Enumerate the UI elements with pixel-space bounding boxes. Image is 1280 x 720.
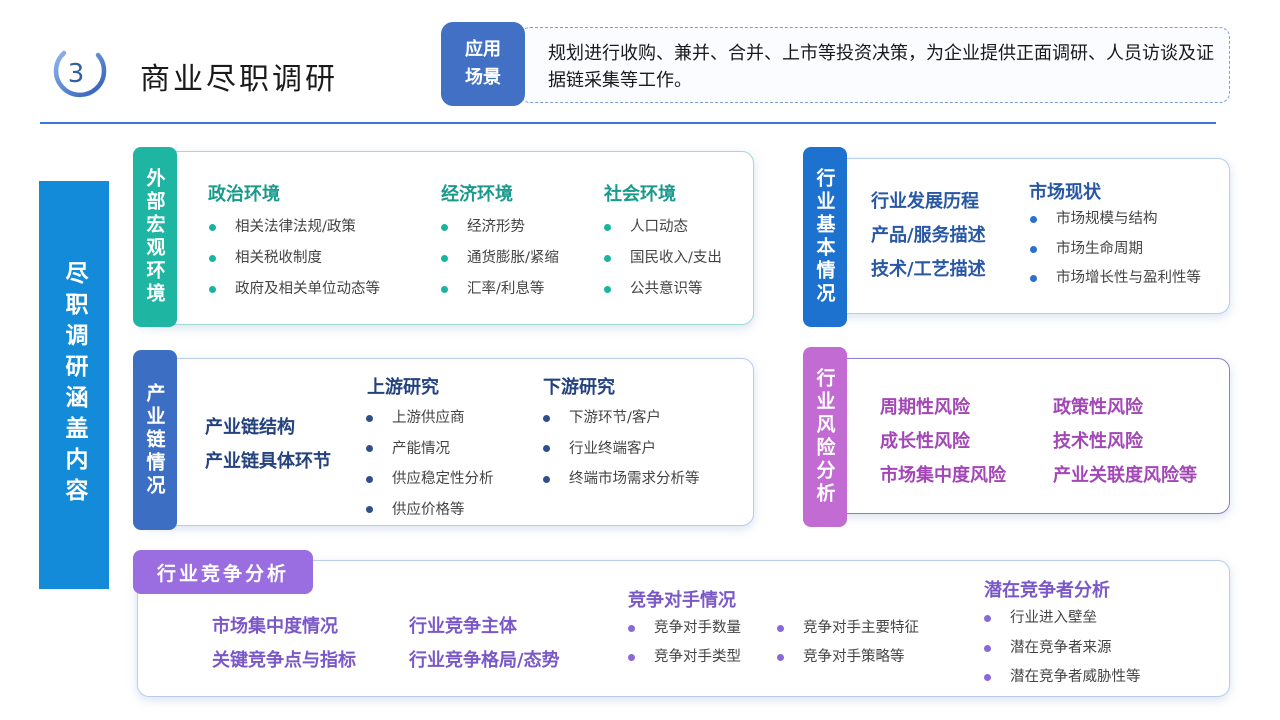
list-item: 竞争对手类型 bbox=[624, 643, 741, 672]
chain-structure: 产业链结构 bbox=[205, 417, 295, 438]
potential-heading: 潜在竞争者分析 bbox=[984, 580, 1110, 601]
industry-card bbox=[810, 158, 1230, 314]
list-item: 经济形势 bbox=[437, 212, 559, 243]
list-item: 潜在竞争者来源 bbox=[980, 634, 1141, 664]
downstream-list: 下游环节/客户 行业终端客户 终端市场需求分析等 bbox=[539, 403, 700, 495]
list-item: 行业终端客户 bbox=[539, 434, 700, 465]
market-status-list: 市场规模与结构 市场生命周期 市场增长性与盈利性等 bbox=[1026, 205, 1201, 294]
application-tag-line-2: 场景 bbox=[465, 67, 501, 88]
competition-tab-text: 行业竞争分析 bbox=[156, 562, 289, 585]
market-status-heading: 市场现状 bbox=[1029, 182, 1101, 203]
economic-heading: 经济环境 bbox=[441, 184, 513, 205]
macro-tab: 外部宏观环境 bbox=[133, 147, 177, 327]
list-item: 终端市场需求分析等 bbox=[539, 464, 700, 495]
macro-card bbox=[140, 151, 754, 325]
list-item: 潜在竞争者威胁性等 bbox=[980, 663, 1141, 693]
list-item: 供应价格等 bbox=[362, 495, 494, 526]
competition-tab: 行业竞争分析 bbox=[133, 550, 313, 594]
chain-links: 产业链具体环节 bbox=[205, 451, 331, 472]
list-item: 竞争对手策略等 bbox=[773, 643, 919, 672]
list-item: 国民收入/支出 bbox=[600, 243, 722, 274]
application-text: 规划进行收购、兼并、合并、上市等投资决策，为企业提供正面调研、人员访谈及证据链采… bbox=[548, 43, 1214, 91]
upstream-list: 上游供应商 产能情况 供应稳定性分析 供应价格等 bbox=[362, 403, 494, 525]
list-item: 供应稳定性分析 bbox=[362, 464, 494, 495]
market-concentration: 市场集中度情况 bbox=[212, 616, 338, 637]
economic-list: 经济形势 通货膨胀/紧缩 汇率/利息等 bbox=[437, 212, 559, 305]
application-tag-line-1: 应用 bbox=[465, 39, 501, 60]
competition-pattern: 行业竞争格局/态势 bbox=[409, 650, 560, 671]
industry-products: 产品/服务描述 bbox=[871, 225, 986, 246]
social-heading: 社会环境 bbox=[604, 184, 676, 205]
industry-tab-text: 行业基本情况 bbox=[813, 168, 836, 306]
list-item: 汇率/利息等 bbox=[437, 274, 559, 305]
list-item: 通货膨胀/紧缩 bbox=[437, 243, 559, 274]
social-list: 人口动态 国民收入/支出 公共意识等 bbox=[600, 212, 722, 305]
list-item: 人口动态 bbox=[600, 212, 722, 243]
industry-tech: 技术/工艺描述 bbox=[871, 259, 986, 280]
key-competition-points: 关键竞争点与指标 bbox=[212, 650, 356, 671]
macro-tab-text: 外部宏观环境 bbox=[143, 168, 166, 306]
list-item: 下游环节/客户 bbox=[539, 403, 700, 434]
list-item: 政府及相关单位动态等 bbox=[205, 274, 380, 305]
header-divider bbox=[40, 122, 1216, 124]
upstream-heading: 上游研究 bbox=[367, 377, 439, 398]
application-tag: 应用 场景 bbox=[441, 22, 525, 106]
list-item: 市场规模与结构 bbox=[1026, 205, 1201, 235]
chain-tab: 产业链情况 bbox=[133, 350, 177, 530]
industry-tab: 行业基本情况 bbox=[803, 147, 847, 327]
section-number: 3 bbox=[67, 59, 85, 89]
chain-card bbox=[140, 358, 754, 526]
rivals-list-left: 竞争对手数量 竞争对手类型 bbox=[624, 614, 741, 672]
risk-policy: 政策性风险 bbox=[1053, 397, 1143, 418]
potential-list: 行业进入壁垒 潜在竞争者来源 潜在竞争者威胁性等 bbox=[980, 604, 1141, 693]
chain-tab-text: 产业链情况 bbox=[143, 382, 166, 498]
section-number-ring-icon bbox=[53, 50, 107, 98]
list-item: 市场生命周期 bbox=[1026, 235, 1201, 265]
list-item: 上游供应商 bbox=[362, 403, 494, 434]
risk-technology: 技术性风险 bbox=[1053, 431, 1143, 452]
list-item: 相关税收制度 bbox=[205, 243, 380, 274]
risk-cyclical: 周期性风险 bbox=[880, 397, 970, 418]
list-item: 行业进入壁垒 bbox=[980, 604, 1141, 634]
page-title: 商业尽职调研 bbox=[140, 62, 338, 97]
list-item: 市场增长性与盈利性等 bbox=[1026, 264, 1201, 294]
political-heading: 政治环境 bbox=[208, 184, 280, 205]
risk-tab: 行业风险分析 bbox=[803, 347, 847, 527]
risk-growth: 成长性风险 bbox=[880, 431, 970, 452]
list-item: 公共意识等 bbox=[600, 274, 722, 305]
competition-subjects: 行业竞争主体 bbox=[409, 616, 517, 637]
political-list: 相关法律法规/政策 相关税收制度 政府及相关单位动态等 bbox=[205, 212, 380, 305]
risk-concentration: 市场集中度风险 bbox=[880, 465, 1006, 486]
list-item: 产能情况 bbox=[362, 434, 494, 465]
competition-card bbox=[137, 560, 1230, 697]
downstream-heading: 下游研究 bbox=[543, 377, 615, 398]
risk-correlation: 产业关联度风险等 bbox=[1053, 465, 1197, 486]
industry-history: 行业发展历程 bbox=[871, 191, 979, 212]
coverage-label-text: 尽职调研涵盖内容 bbox=[61, 261, 87, 509]
list-item: 竞争对手主要特征 bbox=[773, 614, 919, 643]
rivals-heading: 竞争对手情况 bbox=[628, 590, 736, 611]
coverage-label: 尽职调研涵盖内容 bbox=[39, 181, 109, 589]
rivals-list-right: 竞争对手主要特征 竞争对手策略等 bbox=[773, 614, 919, 672]
list-item: 相关法律法规/政策 bbox=[205, 212, 380, 243]
risk-card bbox=[810, 358, 1230, 514]
list-item: 竞争对手数量 bbox=[624, 614, 741, 643]
risk-tab-text: 行业风险分析 bbox=[813, 368, 836, 506]
